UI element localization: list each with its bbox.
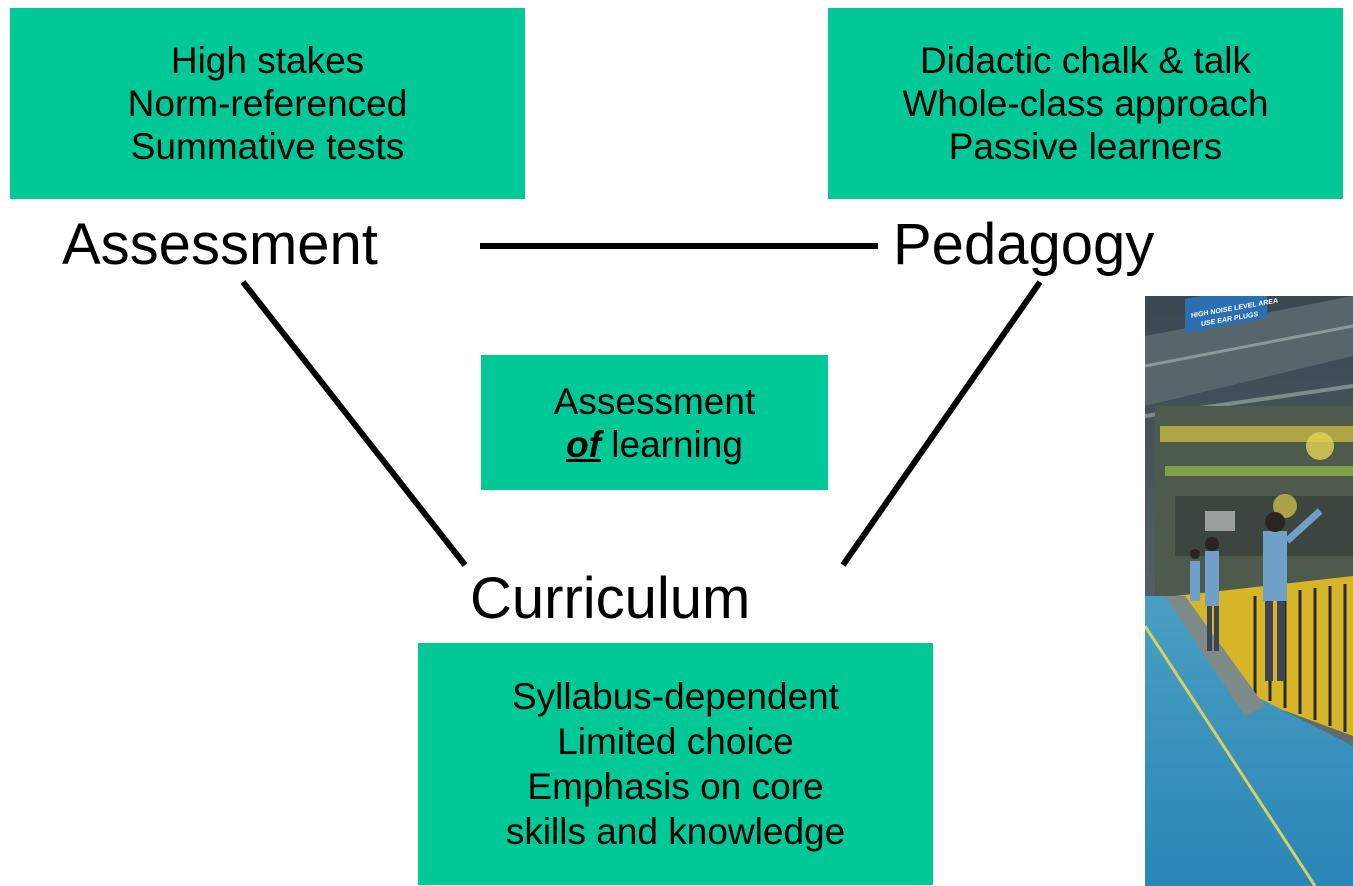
pedagogy-char-3: Passive learners (948, 126, 1223, 167)
node-curriculum: Curriculum (470, 566, 751, 631)
curriculum-char-4: skills and knowledge (505, 811, 846, 852)
pedagogy-char-2: Whole-class approach (902, 83, 1269, 124)
line-pedagogy-curriculum (840, 280, 1043, 567)
assessment-char-3: Summative tests (130, 126, 405, 167)
pedagogy-char-1: Didactic chalk & talk (919, 40, 1252, 81)
line-assessment-curriculum (240, 280, 468, 567)
assessment-char-2: Norm-referenced (127, 83, 408, 124)
factory-illustration: HIGH NOISE LEVEL AREA USE EAR PLUGS (1145, 296, 1353, 886)
factory-assembly-line-photo: HIGH NOISE LEVEL AREA USE EAR PLUGS (1145, 296, 1353, 886)
pedagogy-characteristics-box: Didactic chalk & talk Whole-class approa… (828, 8, 1343, 199)
center-line-2-rest: learning (601, 423, 743, 465)
center-label-box: Assessment of learning (481, 355, 828, 490)
curriculum-characteristics-box: Syllabus-dependent Limited choice Emphas… (418, 643, 933, 885)
assessment-char-1: High stakes (170, 40, 365, 81)
curriculum-char-2: Limited choice (557, 721, 794, 762)
node-pedagogy: Pedagogy (893, 212, 1155, 277)
assessment-characteristics-box: High stakes Norm-referenced Summative te… (10, 8, 525, 199)
center-line-1: Assessment (553, 380, 756, 422)
curriculum-char-1: Syllabus-dependent (511, 676, 840, 717)
node-assessment: Assessment (62, 212, 378, 277)
curriculum-char-3: Emphasis on core (527, 766, 824, 807)
center-emphasis: of (566, 423, 601, 465)
center-line-2: of learning (481, 423, 828, 466)
